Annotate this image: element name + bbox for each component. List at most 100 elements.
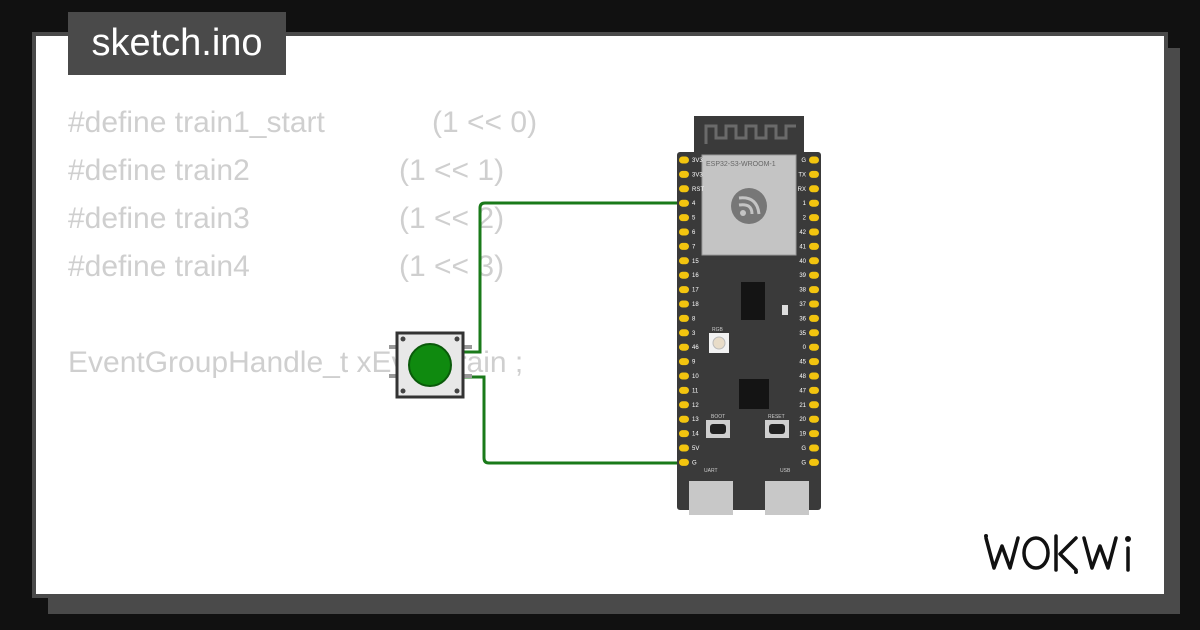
uart-label: UART — [704, 468, 718, 474]
esp32-s3-devkit[interactable]: ESP32-S3-WROOM-1 RGB BOOT RESET UART USB… — [677, 116, 821, 515]
right-pin-label: 47 — [799, 388, 806, 394]
left-pin-pad[interactable] — [679, 372, 689, 380]
right-pin-pad[interactable] — [809, 401, 819, 409]
wire-button-to-pin4[interactable] — [463, 201, 683, 354]
right-pin-label: 2 — [803, 216, 807, 222]
code-line-1-define: #define train1_start — [68, 106, 325, 139]
code-line-3-value: (1 << 2) — [399, 202, 505, 235]
left-pin-label: 46 — [692, 345, 699, 351]
left-pin-pad[interactable] — [679, 170, 689, 178]
right-pin-pad[interactable] — [809, 458, 819, 466]
file-tab[interactable]: sketch.ino — [68, 12, 286, 75]
right-pin-pad[interactable] — [809, 257, 819, 265]
left-pin-label: 15 — [692, 259, 699, 265]
left-pin-pad[interactable] — [679, 343, 689, 351]
right-pin-label: 21 — [799, 403, 806, 409]
button-leg — [462, 374, 472, 378]
left-pin-label: 3V3 — [692, 172, 703, 178]
right-pin-label: 42 — [799, 230, 806, 236]
right-pin-label: 35 — [799, 331, 806, 337]
left-pin-pad[interactable] — [679, 458, 689, 466]
antenna-trace-icon — [704, 124, 796, 144]
left-pin-label: 3V3 — [692, 158, 703, 164]
left-pin-pad[interactable] — [679, 444, 689, 452]
left-pin-label: RST — [692, 187, 704, 193]
left-pin-label: 6 — [692, 230, 696, 236]
left-pin-pad[interactable] — [679, 286, 689, 294]
right-pin-label: RX — [798, 187, 806, 193]
right-pin-pad[interactable] — [809, 329, 819, 337]
left-pin-label: 14 — [692, 432, 699, 438]
left-pin-pad[interactable] — [679, 386, 689, 394]
right-pin-pad[interactable] — [809, 242, 819, 250]
left-pin-pad[interactable] — [679, 329, 689, 337]
left-pin-label: 18 — [692, 302, 699, 308]
right-pin-label: 39 — [799, 273, 806, 279]
left-pin-label: 5 — [692, 216, 696, 222]
left-pin-pad[interactable] — [679, 430, 689, 438]
code-line-1-value: (1 << 0) — [432, 106, 538, 139]
right-pin-pad[interactable] — [809, 228, 819, 236]
left-pin-label: 9 — [692, 360, 696, 366]
right-pin-pad[interactable] — [809, 358, 819, 366]
left-pin-pad[interactable] — [679, 271, 689, 279]
left-pin-pad[interactable] — [679, 300, 689, 308]
reset-label: RESET — [768, 414, 785, 420]
usb-port — [765, 481, 809, 515]
left-pin-pad[interactable] — [679, 214, 689, 222]
rgb-label: RGB — [712, 327, 724, 333]
left-pin-label: 5V — [692, 446, 699, 452]
left-pin-label: 13 — [692, 417, 699, 423]
button-cap[interactable] — [408, 343, 452, 387]
right-pin-label: 48 — [799, 374, 806, 380]
left-pin-pad[interactable] — [679, 257, 689, 265]
right-pin-label: 19 — [799, 432, 806, 438]
code-line-3-define: #define train3 — [68, 202, 250, 235]
left-pin-pad[interactable] — [679, 185, 689, 193]
usb-label: USB — [780, 468, 791, 474]
right-pin-pad[interactable] — [809, 314, 819, 322]
wire-button-to-gnd[interactable] — [463, 375, 683, 465]
right-pin-pad[interactable] — [809, 199, 819, 207]
left-pin-pad[interactable] — [679, 228, 689, 236]
right-pin-label: 40 — [799, 259, 806, 265]
right-pin-label: G — [801, 158, 806, 164]
right-pin-pad[interactable] — [809, 300, 819, 308]
button-leg — [462, 345, 472, 349]
right-pin-pad[interactable] — [809, 386, 819, 394]
simulation-canvas[interactable] — [32, 32, 1168, 598]
right-pin-pad[interactable] — [809, 415, 819, 423]
uart-usb-port — [689, 481, 733, 515]
right-pin-pad[interactable] — [809, 286, 819, 294]
right-pin-pad[interactable] — [809, 156, 819, 164]
right-pin-pad[interactable] — [809, 271, 819, 279]
left-pin-pad[interactable] — [679, 242, 689, 250]
left-pin-pad[interactable] — [679, 314, 689, 322]
right-pin-pad[interactable] — [809, 372, 819, 380]
smd-component — [782, 305, 788, 315]
right-pin-pad[interactable] — [809, 185, 819, 193]
left-pin-pad[interactable] — [679, 156, 689, 164]
right-pin-pad[interactable] — [809, 214, 819, 222]
left-pin-pad[interactable] — [679, 401, 689, 409]
right-pin-pad[interactable] — [809, 170, 819, 178]
boot-label: BOOT — [711, 414, 725, 420]
right-pin-label: 41 — [799, 244, 806, 250]
wokwi-logo — [984, 534, 1131, 574]
left-pin-label: 4 — [692, 201, 696, 207]
usb-bridge-chip — [739, 379, 769, 409]
code-line-2-define: #define train2 — [68, 154, 250, 187]
module-label: ESP32-S3-WROOM-1 — [706, 161, 776, 168]
button-leg — [389, 345, 399, 349]
left-pin-pad[interactable] — [679, 358, 689, 366]
left-pin-pad[interactable] — [679, 415, 689, 423]
right-pin-pad[interactable] — [809, 343, 819, 351]
pushbutton[interactable] — [389, 331, 472, 399]
left-pin-pad[interactable] — [679, 199, 689, 207]
right-pin-label: 38 — [799, 288, 806, 294]
right-pin-pad[interactable] — [809, 444, 819, 452]
right-pin-pad[interactable] — [809, 430, 819, 438]
right-pin-label: 37 — [799, 302, 806, 308]
